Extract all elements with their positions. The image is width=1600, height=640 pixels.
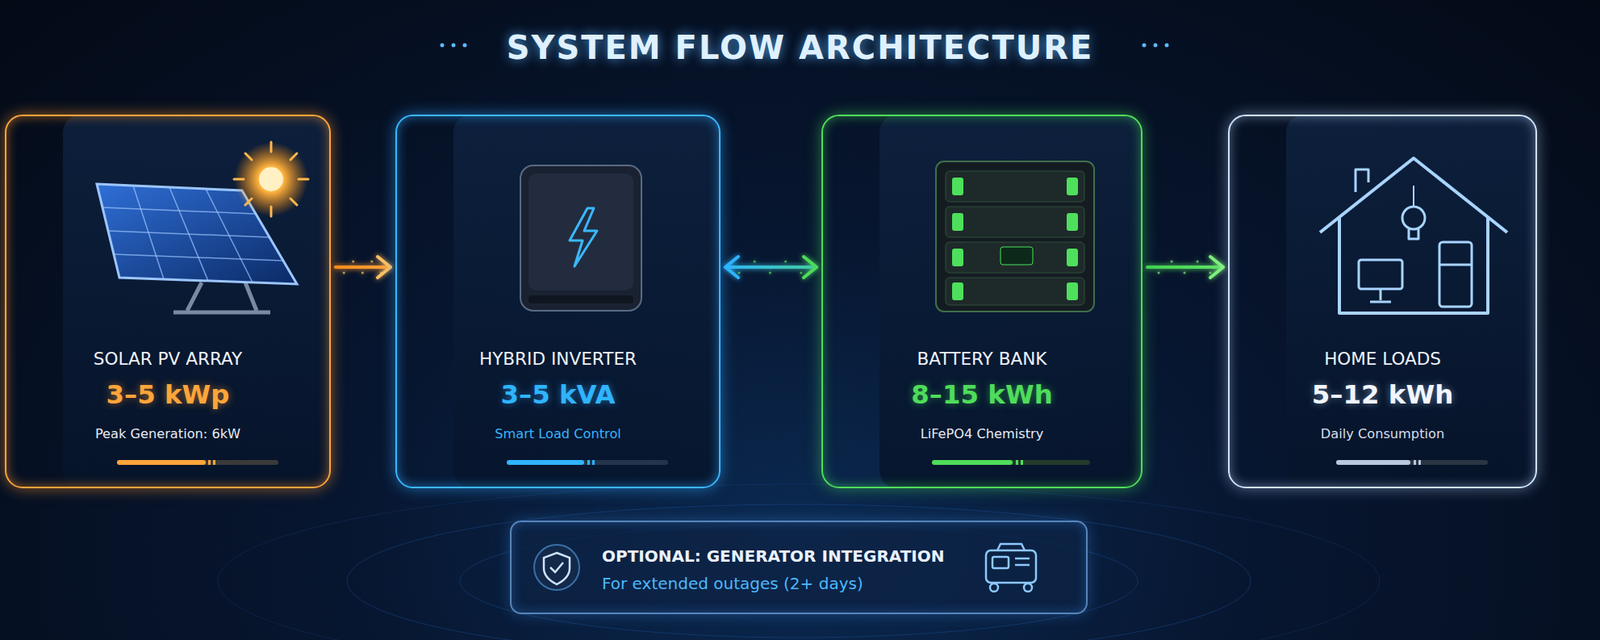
flow-arrow: [335, 256, 391, 278]
card-note: LiFePO4 Chemistry: [822, 426, 1141, 442]
component-card: HOME LOADS 5–12 kWhDaily Consumption: [1228, 114, 1538, 489]
component-card: HYBRID INVERTER 3–5 kVA Smart Load Control: [395, 114, 721, 489]
card-value: 3–5 kWp: [6, 379, 330, 411]
card-heading: HOME LOADS: [1229, 348, 1536, 370]
progress-bars: [116, 459, 1488, 465]
card-heading: OPTIONAL: GENERATOR INTEGRATION: [601, 546, 945, 566]
battery-icon: [935, 161, 1095, 312]
option-panel: OPTIONAL: GENERATOR INTEGRATION For exten…: [509, 520, 1088, 615]
house-icon: [1320, 158, 1508, 314]
card-note: Peak Generation: 6kW: [6, 426, 330, 442]
component-card: SOLAR PV ARRAY 3–5 kWpPeak Generation: 6k…: [4, 114, 331, 489]
flow-arrow: [1147, 256, 1224, 278]
card-note: Daily Consumption: [1229, 426, 1536, 442]
card-value: 3–5 kVA: [396, 379, 719, 411]
generator-icon: [985, 543, 1037, 592]
shield-icon: [534, 544, 580, 590]
card-note: Smart Load Control: [396, 426, 719, 442]
card-value: 8–15 kWh: [822, 379, 1141, 411]
flow-arrow: [725, 256, 817, 278]
card-value: 5–12 kWh: [1229, 379, 1536, 411]
inverter-icon: [520, 165, 642, 311]
card-heading: SOLAR PV ARRAY: [6, 348, 330, 370]
component-card: BATTERY BANK 8–15 kWhLiFePO4 Chemistry: [821, 114, 1143, 489]
diagram-title: SYSTEM FLOW ARCHITECTURE: [0, 29, 1600, 67]
card-heading: HYBRID INVERTER: [396, 348, 719, 370]
solar-panel-icon: [96, 142, 309, 313]
card-heading: BATTERY BANK: [822, 348, 1141, 370]
card-value: For extended outages (2+ days): [601, 573, 864, 594]
